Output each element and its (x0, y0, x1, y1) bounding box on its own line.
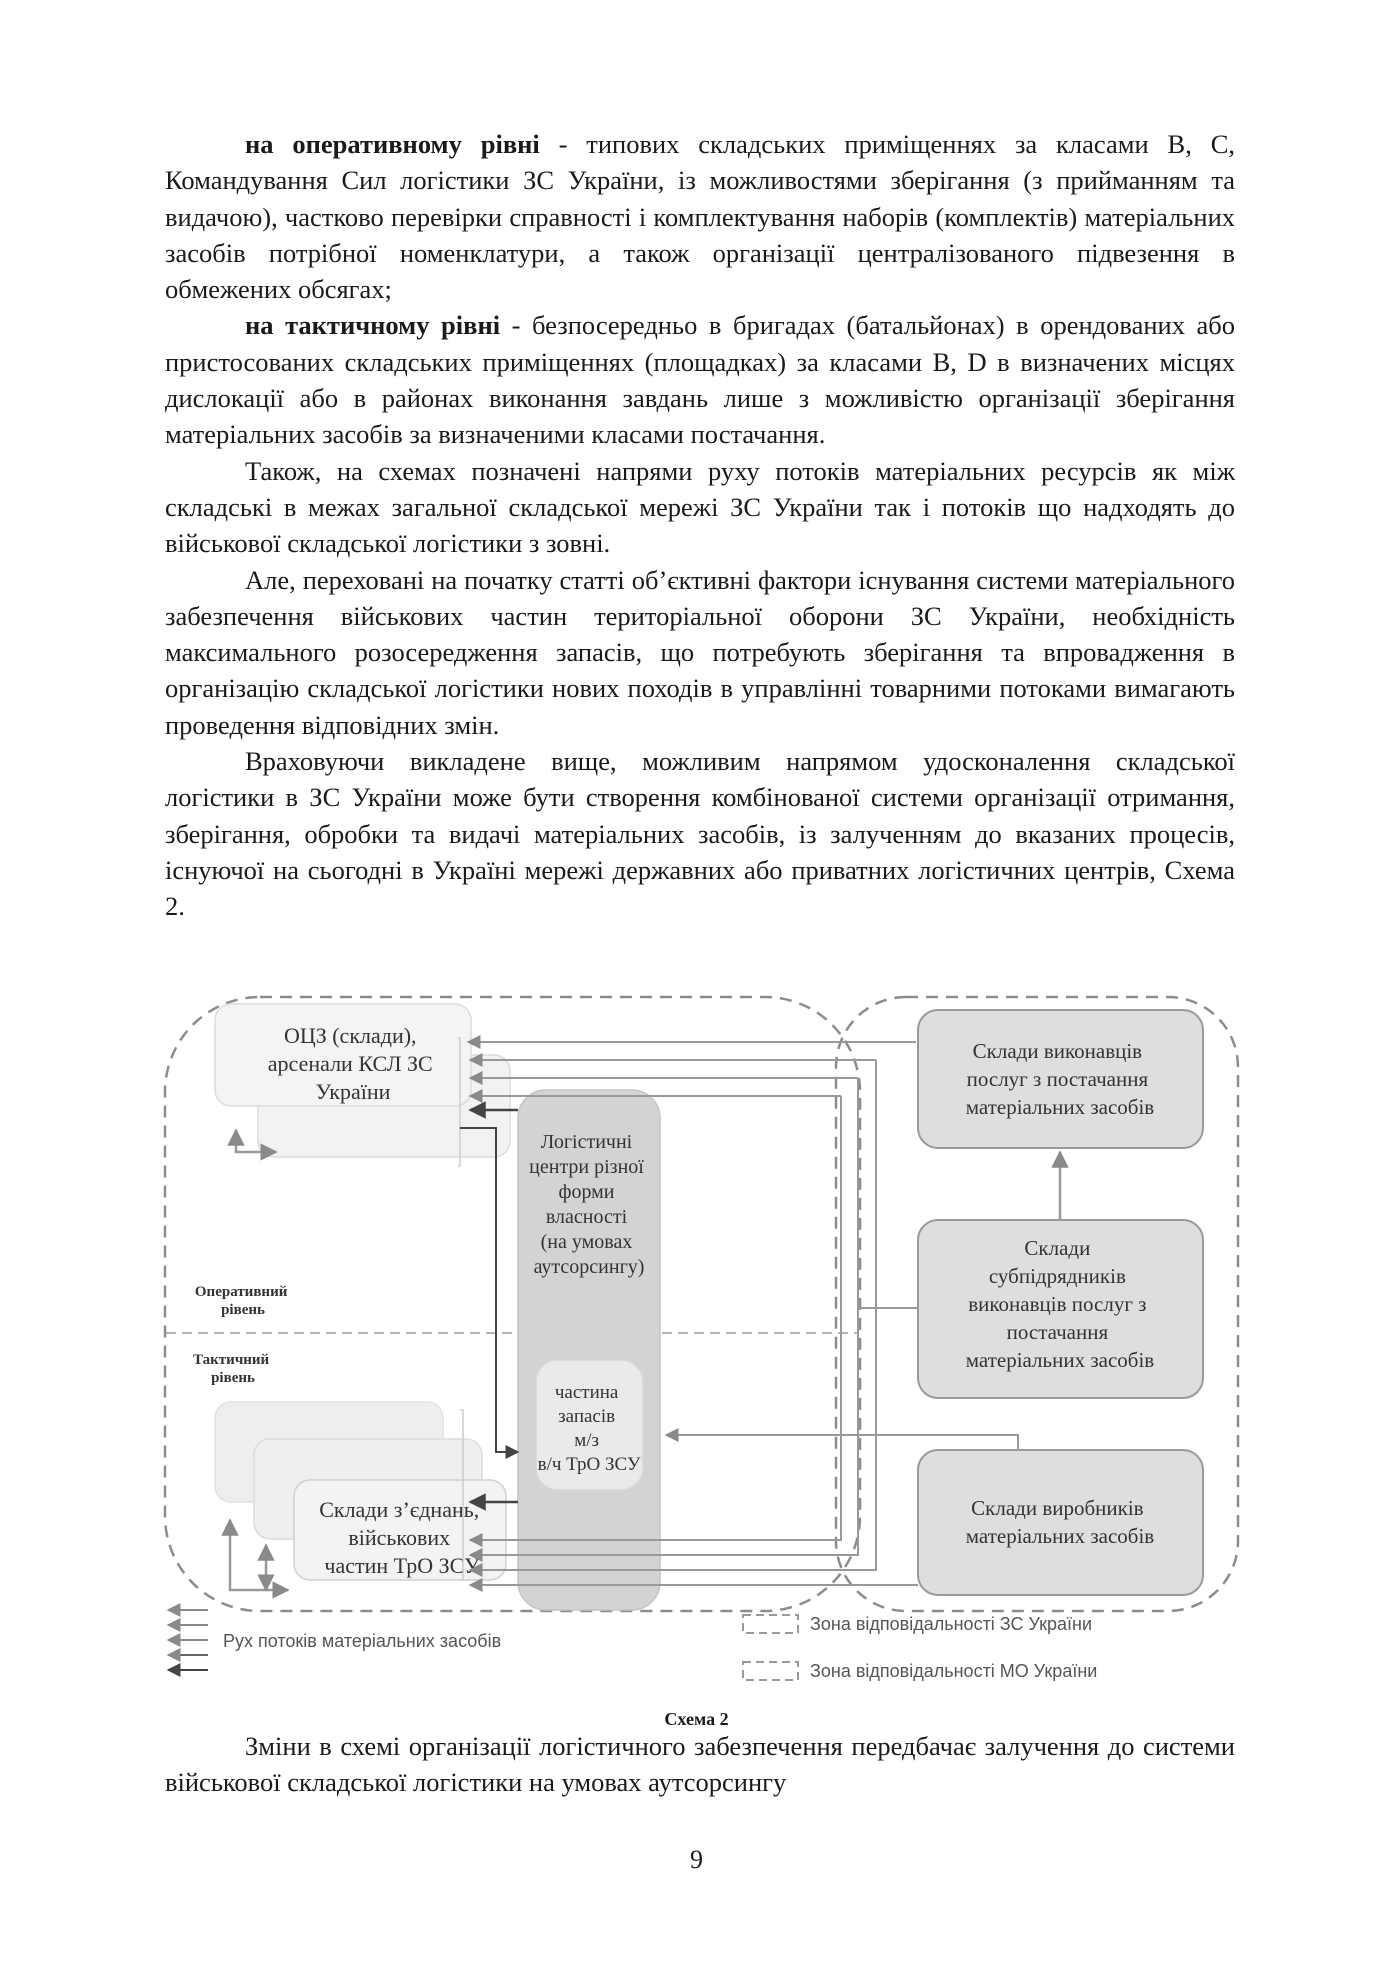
logistic-line-3: форми (558, 1181, 614, 1203)
units-local-arrow-2 (228, 1580, 290, 1599)
producers-label: Склади виробників матеріальних засобів (966, 1496, 1155, 1548)
units-line-1: Склади з’єднань, (319, 1497, 479, 1522)
unit-stock-line-2: запасів (558, 1406, 615, 1427)
paragraph-operational: на оперативному рівні - типових складськ… (165, 126, 1235, 307)
flow-producers-to-logistic (664, 1428, 1019, 1450)
legend-zs-label: Зона відповідальності ЗС України (810, 1614, 1092, 1634)
scheme-2-diagram: Оперативний рівень Тактичний рівень ОЦЗ … (163, 995, 1240, 1681)
scheme-caption: Схема 2 (664, 1709, 729, 1729)
producers-line-1: Склади виробників (971, 1496, 1144, 1520)
mo-zone-outline (834, 995, 1240, 1613)
unit-stock-box (535, 1359, 644, 1491)
logistic-line-2: центри різної (529, 1156, 644, 1178)
ocz-label: ОЦЗ (склади), арсенали КСЛ ЗС України (268, 1023, 438, 1104)
ocz-to-logistic-arrow (460, 1127, 520, 1459)
flow-to-ocz-4 (468, 1096, 842, 1547)
paragraph-changes: Зміни в схемі організації логістичного з… (165, 1731, 1235, 1798)
operational-level-line-2: рівень (221, 1302, 265, 1318)
operational-level-label: Оперативний рівень (195, 1284, 291, 1318)
zs-zone-outline (163, 995, 862, 1613)
flow-to-ocz-2 (468, 1060, 877, 1577)
operational-term: на оперативному рівні (245, 129, 540, 159)
tactical-level-label: Тактичний рівень (193, 1352, 273, 1386)
logistic-line-5: (на умовах (541, 1231, 633, 1253)
subcontractors-line-3: виконавців послуг з (968, 1292, 1146, 1316)
ocz-bracket (458, 1037, 461, 1167)
subcontractors-line-1: Склади (1024, 1236, 1090, 1260)
subcontractors-label: Склади субпідрядників виконавців послуг … (966, 1236, 1155, 1372)
units-bracket (460, 1409, 464, 1581)
logistic-line-4: власності (546, 1206, 628, 1228)
units-line-3: частин ТрО ЗСУ (324, 1553, 480, 1578)
unit-stock-line-4: в/ч ТрО ЗСУ (538, 1454, 641, 1475)
legend-mo-swatch (742, 1661, 799, 1681)
units-line-2: військових (348, 1525, 450, 1550)
subcontractors-line-4: постачання (1007, 1320, 1109, 1344)
producers-box (917, 1449, 1204, 1596)
page-number: 9 (690, 1845, 703, 1874)
legend-flow-label: Рух потоків матеріальних засобів (223, 1631, 501, 1651)
closing-text: Зміни в схемі організації логістичного з… (165, 1728, 1235, 1801)
tactical-term: на тактичному рівні (245, 310, 501, 341)
paragraph-flows: Також, на схемах позначені напрями руху … (165, 455, 1235, 559)
contractors-line-2: послуг з постачання (967, 1067, 1149, 1091)
contractors-label: Склади виконавців послуг з постачання ма… (966, 1039, 1155, 1119)
subcontractors-line-2: субпідрядників (989, 1264, 1126, 1288)
units-label: Склади з’єднань, військових частин ТрО З… (319, 1497, 485, 1578)
unit-stock-line-3: м/з (574, 1430, 599, 1451)
paragraph-tactical: на тактичному рівні - безпосередньо в бр… (165, 307, 1235, 452)
tactical-level-line-2: рівень (211, 1370, 255, 1386)
legend-mo-label: Зона відповідальності МО України (810, 1661, 1097, 1681)
contractors-box (917, 1009, 1204, 1149)
tactical-level-line-1: Тактичний (193, 1352, 270, 1368)
contractors-line-3: матеріальних засобів (966, 1095, 1155, 1119)
unit-stock-label: частина запасів м/з в/ч ТрО ЗСУ (538, 1382, 641, 1475)
logistic-centers-label: Логістичні центри різної форми власності… (529, 1131, 649, 1278)
subcontractors-line-5: матеріальних засобів (966, 1348, 1155, 1372)
logistic-line-6: аутсорсингу) (534, 1256, 645, 1278)
unit-stock-line-1: частина (555, 1382, 619, 1403)
ocz-local-arrow (227, 1128, 278, 1161)
ocz-line-3: України (316, 1079, 391, 1104)
flow-to-ocz-3 (468, 1078, 859, 1562)
paragraph-factors: Але, переховані на початку статті об’єкт… (165, 564, 1235, 740)
producers-line-2: матеріальних засобів (966, 1524, 1155, 1548)
operational-level-line-1: Оперативний (195, 1284, 288, 1300)
operational-text: - типових складських приміщеннях за клас… (165, 129, 1235, 305)
units-box (293, 1479, 507, 1581)
paragraph-proposal: Враховуючи викладене вище, можливим напр… (165, 746, 1235, 922)
contractors-line-1: Склади виконавців (973, 1039, 1143, 1063)
logistic-line-1: Логістичні (541, 1131, 633, 1153)
tactical-text: - безпосередньо в бригадах (батальйонах)… (165, 310, 1235, 450)
ocz-line-2: арсенали КСЛ ЗС (268, 1051, 433, 1076)
legend-zs-swatch (742, 1614, 799, 1634)
ocz-line-1: ОЦЗ (склади), (284, 1023, 417, 1048)
body-text: на оперативному рівні - типових складськ… (165, 126, 1235, 925)
